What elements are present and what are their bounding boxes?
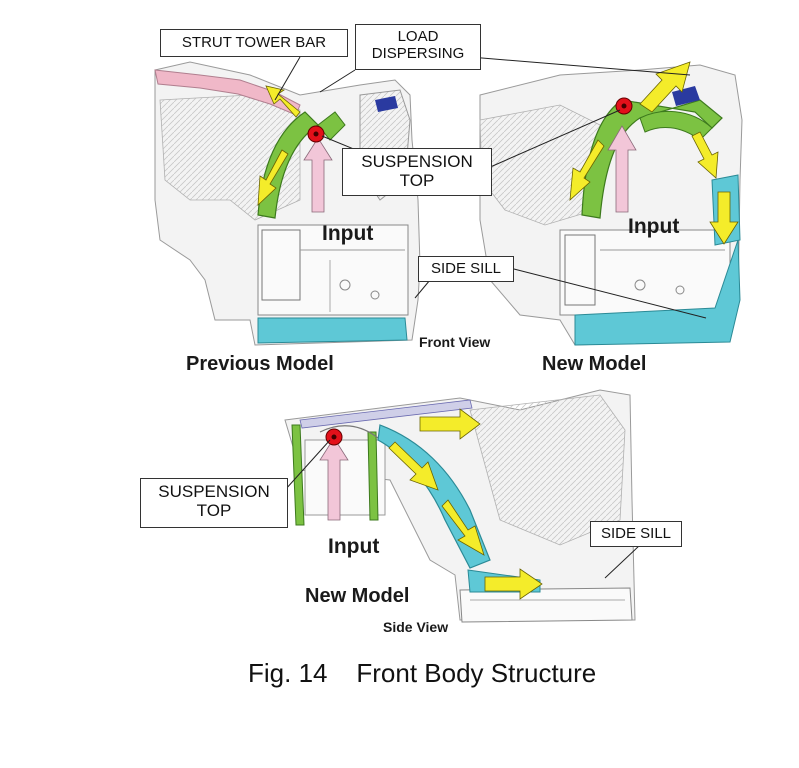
previous-side-sill <box>257 317 408 344</box>
previous-model-front-view <box>154 61 421 346</box>
new-model-front-label: New Model <box>542 353 647 375</box>
previous-input-arrow <box>303 137 333 213</box>
strut-tower-bar-label: STRUT TOWER BAR <box>160 29 348 57</box>
side-arrow-right-top <box>419 408 481 440</box>
new-arrow-up-right <box>639 61 691 113</box>
load-dispersing-label: LOAD DISPERSING <box>355 24 481 70</box>
new-arrow-right-down <box>691 131 719 179</box>
new-model-side-label: New Model <box>305 585 410 607</box>
bottom-leader-lines <box>284 439 641 579</box>
front-view-label: Front View <box>419 334 491 350</box>
side-arrow-diag-2 <box>441 499 485 556</box>
new-side-sill <box>574 239 741 346</box>
suspension-top-side-label: SUSPENSION TOP <box>140 478 288 528</box>
side-arrow-right-bottom <box>484 568 543 600</box>
new-input-arrow <box>607 125 637 213</box>
input-label-previous: Input <box>322 222 374 245</box>
side-sill-side-label: SIDE SILL <box>590 521 682 547</box>
side-input-arrow <box>319 437 349 521</box>
new-model-side-view <box>284 389 636 623</box>
new-arrow-left-down <box>569 139 605 201</box>
previous-green-reinforcement <box>257 111 319 219</box>
suspension-top-front-label: SUSPENSION TOP <box>342 148 492 196</box>
input-label-side: Input <box>328 535 380 558</box>
side-sill-front-label: SIDE SILL <box>418 256 514 282</box>
previous-bracket <box>375 96 398 112</box>
previous-model-label: Previous Model <box>186 353 334 375</box>
new-arrow-down-sill <box>709 191 739 245</box>
side-arrow-diag-1 <box>388 441 439 491</box>
figure-caption: Fig. 14 Front Body Structure <box>248 658 597 688</box>
new-bracket <box>672 86 700 106</box>
input-label-new-front: Input <box>628 215 680 238</box>
new-model-front-view <box>479 61 743 346</box>
side-view-label: Side View <box>383 619 449 635</box>
previous-arrow-down <box>257 149 289 206</box>
